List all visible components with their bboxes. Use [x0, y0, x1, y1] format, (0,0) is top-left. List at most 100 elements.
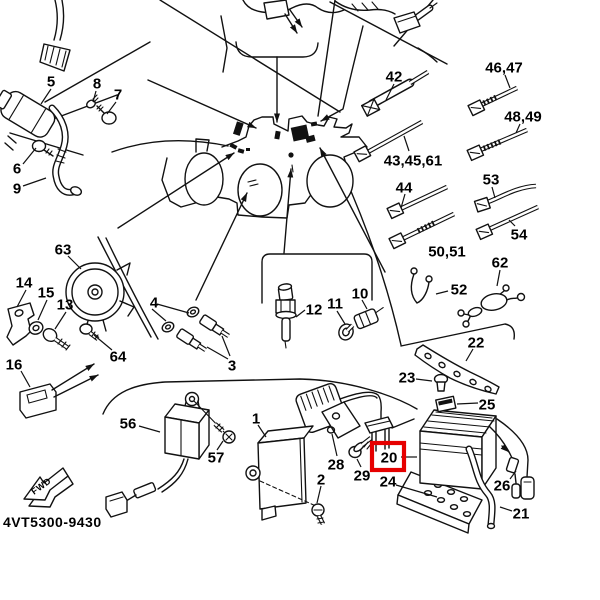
part-label-29[interactable]: 29 — [354, 468, 371, 485]
leader-line-63 — [67, 255, 82, 270]
part-label-53[interactable]: 53 — [483, 172, 500, 189]
part-label-43-45-61[interactable]: 43,45,61 — [384, 153, 442, 170]
leader-line-4 — [151, 308, 167, 322]
cable-tie-48-49 — [466, 127, 528, 162]
part-label-26[interactable]: 26 — [494, 478, 511, 495]
part-label-64[interactable]: 64 — [110, 349, 127, 366]
battery-cable-21 — [465, 445, 496, 530]
leader-line-23 — [415, 378, 433, 382]
part-label-13[interactable]: 13 — [57, 297, 74, 314]
cable-tie-50-51 — [388, 211, 455, 250]
part-label-7[interactable]: 7 — [114, 87, 122, 104]
part-label-4[interactable]: 4 — [150, 295, 159, 312]
part-label-46-47[interactable]: 46,47 — [485, 60, 523, 77]
leader-line-53 — [491, 186, 496, 199]
breather-hose — [48, 104, 83, 196]
part-label-20[interactable]: 20 — [381, 450, 398, 467]
part-label-57[interactable]: 57 — [208, 450, 225, 467]
leader-line-6 — [22, 147, 37, 165]
leader-line-24 — [395, 484, 438, 498]
part-label-3[interactable]: 3 — [228, 358, 236, 375]
relay-top — [263, 0, 303, 34]
leader-line-52 — [435, 290, 449, 295]
part-label-12[interactable]: 12 — [306, 302, 323, 319]
part-label-54[interactable]: 54 — [511, 227, 528, 244]
washer-15 — [28, 321, 44, 335]
part-label-11[interactable]: 11 — [327, 296, 343, 313]
ignition-coil — [0, 89, 56, 151]
leader-line-9 — [22, 177, 47, 187]
screw-57 — [213, 422, 236, 444]
leader-line-62 — [496, 269, 501, 287]
leader-line-2 — [316, 485, 322, 504]
highlight-box — [369, 440, 407, 473]
thermo-unit-16 — [19, 363, 99, 419]
battery-leads-26 — [488, 418, 535, 500]
part-label-15[interactable]: 15 — [38, 285, 55, 302]
engine-top-view — [111, 115, 368, 219]
leader-line-25 — [456, 402, 479, 405]
part-label-23[interactable]: 23 — [399, 370, 416, 387]
leader-line-3 — [221, 335, 231, 357]
washer-11 — [338, 323, 354, 341]
flasher-relay-56 — [105, 391, 225, 518]
bolt-8 — [86, 94, 99, 109]
part-label-28[interactable]: 28 — [328, 457, 345, 474]
spark-plug-cap — [39, 0, 71, 72]
part-label-22[interactable]: 22 — [468, 335, 485, 352]
leader-line-11 — [336, 310, 346, 325]
leader-line-10 — [361, 299, 368, 310]
cylinder-opening-1 — [184, 152, 224, 206]
part-label-10[interactable]: 10 — [352, 286, 369, 303]
part-label-44[interactable]: 44 — [396, 180, 413, 197]
leader-line-43-45-61 — [403, 135, 410, 152]
part-label-2[interactable]: 2 — [317, 472, 325, 489]
leader-line-16 — [20, 370, 31, 388]
part-label-24[interactable]: 24 — [380, 474, 397, 491]
part-label-5[interactable]: 5 — [47, 74, 55, 91]
cable-tie-46-47 — [467, 85, 518, 117]
leader-line-21 — [499, 506, 513, 512]
cylinder-opening-3 — [306, 154, 354, 208]
battery-terminal-25 — [435, 395, 457, 413]
part-label-50-51[interactable]: 50,51 — [428, 244, 466, 261]
leader-line-48-49 — [515, 123, 521, 134]
part-label-48-49[interactable]: 48,49 — [504, 109, 542, 126]
bolt-29 — [348, 436, 373, 459]
part-label-52[interactable]: 52 — [451, 282, 468, 299]
spark-plugs-3 — [176, 314, 230, 352]
plug-cap-top-right — [393, 2, 438, 34]
part-label-62[interactable]: 62 — [492, 255, 509, 272]
part-code: 4VT5300-9430 — [3, 514, 102, 530]
part-label-16[interactable]: 16 — [6, 357, 23, 374]
harness-42 — [360, 70, 430, 117]
part-label-6[interactable]: 6 — [13, 161, 21, 178]
part-label-56[interactable]: 56 — [120, 416, 137, 433]
part-label-14[interactable]: 14 — [16, 275, 33, 292]
leader-line-15 — [37, 299, 48, 321]
part-label-25[interactable]: 25 — [479, 397, 496, 414]
part-label-63[interactable]: 63 — [55, 242, 72, 259]
leader-line-14 — [16, 289, 27, 308]
washers-4 — [161, 306, 200, 333]
cable-tie-44 — [386, 184, 448, 220]
leader-line-7 — [106, 101, 117, 115]
leader-line-44 — [400, 193, 406, 209]
part-label-42[interactable]: 42 — [386, 69, 403, 86]
leader-line-56 — [138, 425, 161, 433]
bolt-6 — [31, 139, 54, 157]
leader-line-22 — [465, 348, 474, 362]
leader-line-5 — [40, 88, 52, 105]
battery — [419, 409, 497, 490]
part-label-8[interactable]: 8 — [93, 76, 101, 93]
screw-2 — [311, 503, 326, 526]
leader-line-28 — [331, 433, 338, 457]
damper-23 — [433, 373, 449, 392]
part-label-9[interactable]: 9 — [13, 181, 21, 198]
part-label-1[interactable]: 1 — [252, 411, 260, 428]
part-label-21[interactable]: 21 — [513, 506, 530, 523]
leader-line-64 — [93, 334, 113, 351]
